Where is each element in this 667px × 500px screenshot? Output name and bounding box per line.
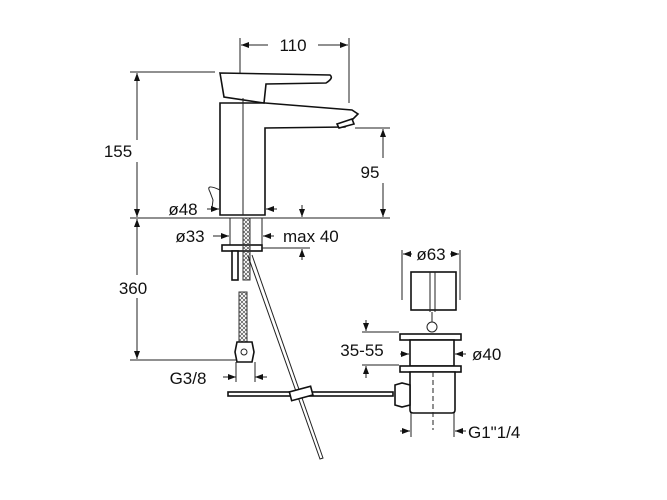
dimension-label: 95 <box>361 163 380 182</box>
dimension-shank-diameter: ø33 <box>175 227 274 246</box>
dimension-max-40: max 40 <box>262 205 339 260</box>
dimension-label: 155 <box>104 142 132 161</box>
dimension-waste-head: ø63 <box>401 245 461 300</box>
dimension-label: ø33 <box>175 227 204 246</box>
dimension-deck-range: 35-55 <box>340 320 399 378</box>
pop-up-waste <box>394 271 462 430</box>
dimension-waste-hole: ø40 <box>400 345 501 364</box>
dimension-360: 360 <box>119 219 236 361</box>
dimension-label: 35-55 <box>340 341 383 360</box>
dimension-hose-thread: G3/8 <box>170 362 267 388</box>
pop-up-rod <box>227 254 394 460</box>
dimension-95: 95 <box>355 127 390 217</box>
dimension-label: ø63 <box>416 245 445 264</box>
shank-and-hoses <box>221 217 263 363</box>
dimension-155: 155 <box>104 71 215 217</box>
dimension-label: G1"1/4 <box>468 423 520 442</box>
dimension-waste-thread: G1"1/4 <box>400 413 520 442</box>
dimension-label: ø40 <box>472 345 501 364</box>
dimension-label: 360 <box>119 279 147 298</box>
dimension-label: max 40 <box>283 227 339 246</box>
dimension-label: ø48 <box>168 200 197 219</box>
dimension-label: 110 <box>279 36 306 55</box>
dimension-base-diameter: ø48 <box>168 200 277 219</box>
dimension-label: G3/8 <box>170 369 207 388</box>
faucet-body <box>208 72 360 216</box>
